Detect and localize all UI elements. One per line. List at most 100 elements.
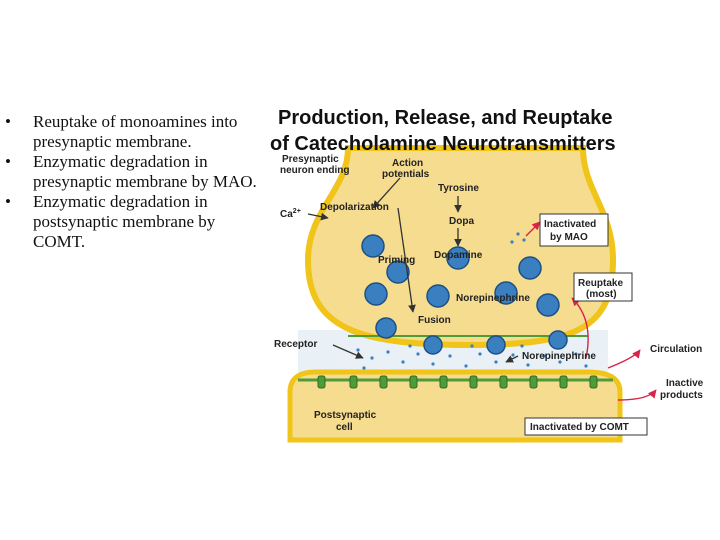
vesicle <box>494 281 518 305</box>
bullet-list: • Reuptake of monoamines into presynaptic… <box>5 112 267 252</box>
arrow-ca-depolarization <box>307 212 329 221</box>
label-neuron-ending: neuron ending <box>280 165 349 176</box>
receptor-group <box>317 375 598 389</box>
vesicle-group <box>361 234 568 355</box>
molecule <box>516 232 520 236</box>
inactivation-arrows <box>525 221 657 401</box>
label-ca: Ca2+ <box>280 208 301 220</box>
vesicle <box>386 260 410 284</box>
label-circulation: Circulation <box>650 344 702 355</box>
vesicle <box>518 256 542 280</box>
diagram-labels: Presynaptic neuron ending Action potenti… <box>274 154 704 433</box>
comt-label-box <box>524 417 648 436</box>
label-products: products <box>660 390 703 401</box>
arrow-to-mao <box>525 221 541 237</box>
label-tyrosine: Tyrosine <box>438 183 479 194</box>
receptor <box>559 375 568 389</box>
molecule <box>510 240 514 244</box>
receptor <box>529 375 538 389</box>
molecule <box>558 360 562 364</box>
label-ca-text: Ca <box>280 209 293 220</box>
receptor <box>589 375 598 389</box>
vesicle-fusing <box>423 335 443 355</box>
molecule <box>511 353 515 357</box>
label-receptor: Receptor <box>274 339 317 350</box>
molecule <box>408 344 412 348</box>
molecule <box>356 348 360 352</box>
molecule <box>542 354 546 358</box>
receptor <box>379 375 388 389</box>
catecholamine-diagram: Production, Release, and Reuptake of Cat… <box>270 107 704 443</box>
label-mao-line1: Inactivated <box>544 219 596 230</box>
receptor <box>469 375 478 389</box>
label-norepinephrine-cleft: Norepinephrine <box>522 351 596 362</box>
molecule <box>574 352 578 356</box>
label-presynaptic: Presynaptic <box>282 154 339 165</box>
bullet-text: Reuptake of monoamines into presynaptic … <box>33 112 238 151</box>
molecule <box>386 350 390 354</box>
molecule <box>584 364 588 368</box>
label-action: Action <box>392 158 423 169</box>
molecule <box>494 360 498 364</box>
molecule <box>370 356 374 360</box>
bullet-text: Enzymatic degradation in postsynaptic me… <box>33 192 216 251</box>
receptor <box>409 375 418 389</box>
bullet-marker: • <box>5 152 11 171</box>
arrow-depolarization-fusion <box>397 207 416 313</box>
vesicle <box>361 234 385 258</box>
label-priming: Priming <box>378 255 415 266</box>
molecule <box>464 364 468 368</box>
receptor <box>439 375 448 389</box>
molecule <box>431 362 435 366</box>
bullet-marker: • <box>5 192 11 211</box>
arrow-receptor-pointer <box>332 344 364 359</box>
molecule <box>401 360 405 364</box>
vesicle-fusing <box>486 335 506 355</box>
label-mao-line2: by MAO <box>550 232 588 243</box>
arrow-to-circulation <box>607 349 641 369</box>
label-norepinephrine-vesicle: Norepinephrine <box>456 293 530 304</box>
molecule <box>526 363 530 367</box>
reuptake-label-box <box>573 272 633 302</box>
molecule <box>470 344 474 348</box>
pathway-arrows <box>307 177 519 363</box>
bullet-text: Enzymatic degradation in presynaptic mem… <box>33 152 257 191</box>
label-reuptake-line2: (most) <box>586 289 617 300</box>
molecule <box>478 352 482 356</box>
molecule <box>448 354 452 358</box>
bullet-item-mao: • Enzymatic degradation in presynaptic me… <box>5 152 267 192</box>
molecule <box>520 344 524 348</box>
arrow-to-inactive-products <box>617 389 657 401</box>
bullet-item-reuptake: • Reuptake of monoamines into presynaptic… <box>5 112 267 152</box>
bullet-item-comt: • Enzymatic degradation in postsynaptic m… <box>5 192 267 252</box>
arrow-action-potential <box>372 177 401 209</box>
label-depolarization: Depolarization <box>320 202 389 213</box>
molecule <box>522 238 526 242</box>
norepinephrine-molecules <box>356 232 588 370</box>
label-inactive: Inactive <box>666 378 704 389</box>
label-comt: Inactivated by COMT <box>530 422 629 433</box>
molecule <box>362 366 366 370</box>
label-potentials: potentials <box>382 169 430 180</box>
vesicle <box>364 282 388 306</box>
vesicle <box>426 284 450 308</box>
vesicle <box>536 293 560 317</box>
label-fusion: Fusion <box>418 315 451 326</box>
vesicle-fusing <box>375 317 397 339</box>
label-dopamine: Dopamine <box>434 250 483 261</box>
bullet-marker: • <box>5 112 11 131</box>
receptor <box>317 375 326 389</box>
label-dopa: Dopa <box>449 216 474 227</box>
label-ca-superscript: 2+ <box>293 208 301 215</box>
mao-label-box <box>539 213 609 247</box>
label-cell: cell <box>336 422 353 433</box>
diagram-title-line2: of Catecholamine Neurotransmitters <box>270 133 616 155</box>
receptor <box>349 375 358 389</box>
vesicle <box>446 246 470 270</box>
receptor <box>499 375 508 389</box>
label-reuptake-line1: Reuptake <box>578 278 623 289</box>
label-postsynaptic: Postsynaptic <box>314 410 377 421</box>
arrow-reuptake <box>571 297 589 359</box>
molecule <box>416 352 420 356</box>
diagram-title-line1: Production, Release, and Reuptake <box>278 107 613 129</box>
